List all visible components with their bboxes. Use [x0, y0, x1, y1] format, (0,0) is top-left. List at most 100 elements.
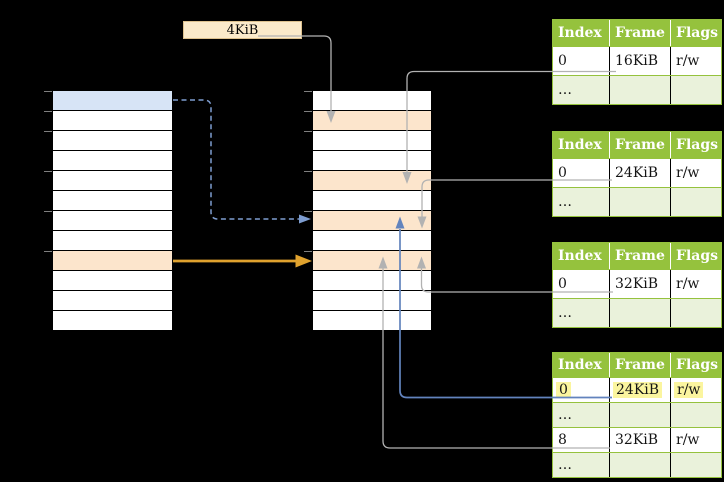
page-table-32kib-row-0-cell-1: 32KiB: [609, 270, 670, 298]
page-table-24kib-row-0-cell-1: 24KiB: [609, 159, 670, 187]
page-table-level2-row-2-value-2: r/w: [676, 432, 700, 448]
middle-memory-column-row-1: [313, 111, 431, 131]
left-memory-column-tick-0: [44, 91, 52, 92]
left-memory-column-tick-2: [44, 131, 52, 132]
page-table-24kib-row-0-value-2: r/w: [676, 165, 700, 181]
middle-memory-column-tick-0: [304, 91, 312, 92]
page-table-16kib-row-0-cell-0: 0: [553, 47, 609, 75]
page-table-32kib-row-0-value-2: r/w: [676, 276, 700, 292]
page-table-24kib-header-frame: Frame: [609, 132, 670, 158]
page-table-level2-row-2-cell-1: 32KiB: [609, 428, 670, 452]
left-memory-column-row-3: [53, 151, 172, 171]
left-memory-column-row-4: [53, 171, 172, 191]
page-table-32kib-row-0-cell-0: 0: [553, 270, 609, 298]
page-table-32kib-header-flags: Flags: [670, 243, 721, 269]
page-table-32kib-header-frame: Frame: [609, 243, 670, 269]
page-table-24kib-header-index: Index: [558, 137, 602, 153]
middle-memory-column-row-2: [313, 131, 431, 151]
middle-memory-column-row-5: [313, 191, 431, 211]
left-memory-column-row-9: [53, 271, 172, 291]
page-table-level2-row-2-value-0: 8: [558, 432, 567, 448]
page-table-24kib-row-1-cell-0: …: [553, 188, 609, 216]
physical-memory-column: [304, 90, 432, 332]
connector-virtual-page-orange: [173, 254, 312, 268]
page-table-level2-row-2-value-1: 32KiB: [615, 432, 659, 448]
page-table-level2-header-flags: Flags: [670, 353, 721, 377]
page-table-16kib-row-0-value-1: 16KiB: [615, 53, 659, 69]
page-table-level2-row-0-cell-1: 24KiB: [609, 378, 670, 402]
page-table-24kib-row-0-value-1: 24KiB: [615, 165, 659, 181]
left-memory-column-tick-6: [44, 211, 52, 212]
page-table-24kib-row-0: 0 24KiB r/w: [553, 158, 721, 187]
page-table-32kib-row-1: …: [553, 298, 721, 327]
page-table-level2-row-0-value-0: 0: [556, 382, 571, 398]
page-table-level2-row-3-value-0: …: [558, 457, 572, 473]
page-table-level2-row-2-cell-2: r/w: [670, 428, 721, 452]
page-table-32kib-row-0: 0 32KiB r/w: [553, 269, 721, 298]
virtual-memory-column: [44, 90, 173, 332]
left-memory-column-row-1: [53, 111, 172, 131]
page-table-16kib-row-0-value-0: 0: [558, 53, 567, 69]
left-memory-column-row-8: [53, 251, 172, 271]
left-memory-column-row-11: [53, 311, 172, 331]
middle-memory-column-tick-8: [304, 251, 312, 252]
middle-memory-column-tick-4: [304, 171, 312, 172]
middle-memory-column-row-6: [313, 211, 431, 231]
left-memory-column-row-10: [53, 291, 172, 311]
page-table-16kib-row-0-value-2: r/w: [676, 53, 700, 69]
page-table-32kib-row-0-value-0: 0: [558, 276, 567, 292]
left-memory-column-row-2: [53, 131, 172, 151]
page-table-16kib-row-0-cell-1: 16KiB: [609, 47, 670, 75]
page-table-level2-row-3-cell-1: [609, 453, 670, 477]
middle-memory-column-row-4: [313, 171, 431, 191]
page-table-16kib-row-1-cell-1: [609, 76, 670, 104]
middle-memory-column-row-10: [313, 291, 431, 311]
middle-memory-column-tick-2: [304, 131, 312, 132]
page-table-level2-row-0-value-1: 24KiB: [613, 382, 663, 398]
page-table-16kib-header-index: Index: [558, 25, 602, 41]
page-table-24kib-row-1-cell-1: [609, 188, 670, 216]
page-table-16kib-row-0: 0 16KiB r/w: [553, 46, 721, 75]
page-table-16kib-row-1-cell-2: [670, 76, 721, 104]
page-table-level2-row-0-cell-0: 0: [553, 378, 609, 402]
middle-memory-column-row-0: [313, 91, 431, 111]
page-size-label: 4KiB: [226, 22, 259, 38]
middle-memory-column-row-11: [313, 311, 431, 331]
page-table-24kib-row-0-cell-2: r/w: [670, 159, 721, 187]
left-memory-column-row-6: [53, 211, 172, 231]
page-table-32kib-row-1-value-0: …: [558, 305, 572, 321]
page-table-level2-row-2: 8 32KiB r/w: [553, 427, 721, 452]
page-table-level2-row-3: …: [553, 452, 721, 477]
page-table-24kib-row-0-value-0: 0: [558, 165, 567, 181]
left-memory-column-row-7: [53, 231, 172, 251]
page-table-32kib-row-0-value-1: 32KiB: [615, 276, 659, 292]
left-memory-column-tick-4: [44, 171, 52, 172]
page-table-level2-row-1-cell-2: [670, 403, 721, 427]
page-table-level2-row-3-cell-0: …: [553, 453, 609, 477]
page-table-level2-row-1-value-0: …: [558, 407, 572, 423]
page-table-32kib-row-0-cell-2: r/w: [670, 270, 721, 298]
page-table-level2-row-0-value-2: r/w: [674, 382, 704, 398]
page-table-16kib-row-1-value-0: …: [558, 82, 572, 98]
middle-memory-column-row-9: [313, 271, 431, 291]
page-table-level2-row-2-cell-0: 8: [553, 428, 609, 452]
page-table-32kib-row-1-cell-1: [609, 299, 670, 327]
page-size-label-box: 4KiB: [183, 21, 302, 39]
left-memory-column-tick-1: [44, 111, 52, 112]
page-table-level2-row-1: …: [553, 402, 721, 427]
connector-virtual-page-dashed: [173, 99, 311, 224]
left-memory-column-tick-8: [44, 251, 52, 252]
page-table-16kib-row-1-cell-0: …: [553, 76, 609, 104]
page-table-level2-row-0-cell-2: r/w: [670, 378, 721, 402]
middle-memory-column-tick-1: [304, 111, 312, 112]
page-table-32kib-row-1-cell-0: …: [553, 299, 609, 327]
middle-memory-column-tick-6: [304, 211, 312, 212]
page-table-24kib-row-0-cell-0: 0: [553, 159, 609, 187]
